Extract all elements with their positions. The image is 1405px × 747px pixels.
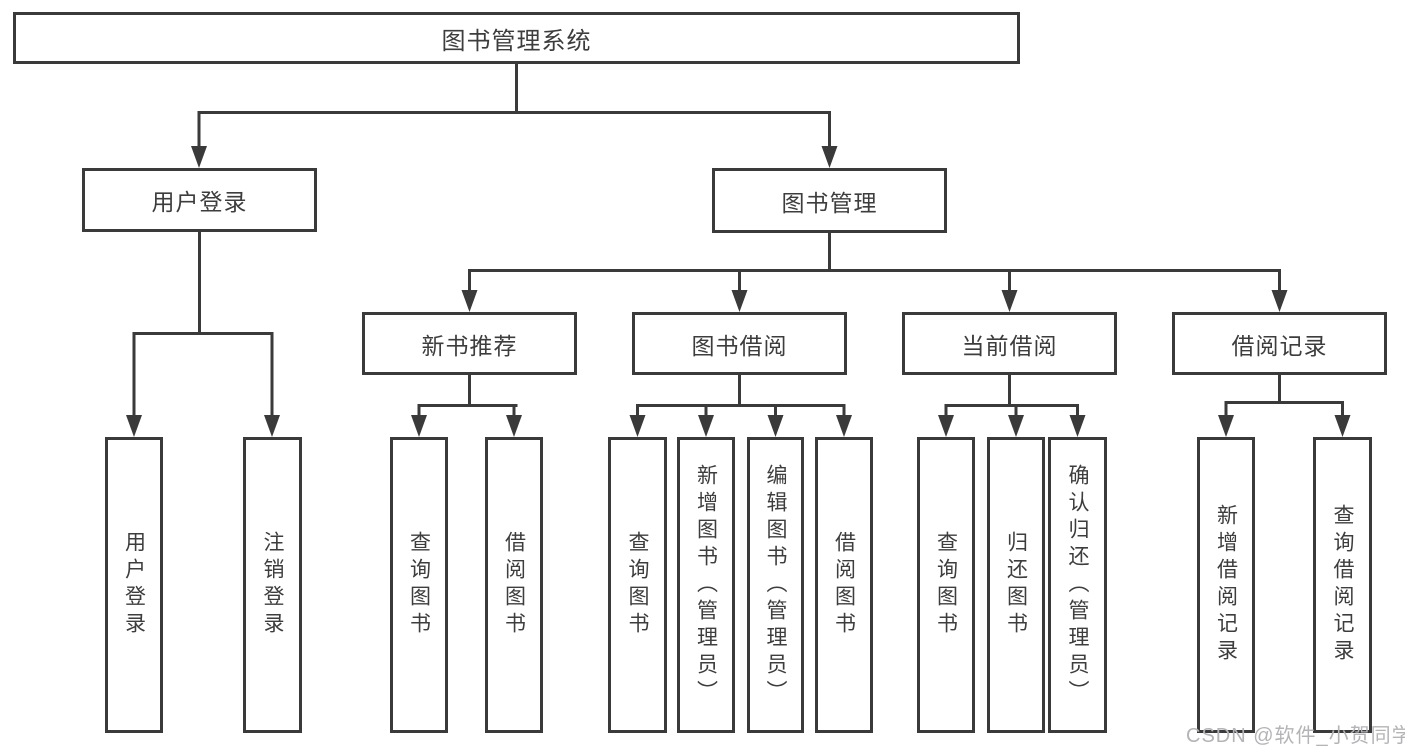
node-system-root: 图书管理系统 bbox=[13, 12, 1020, 64]
leaf-query-books-borrow: 查询图书 bbox=[608, 437, 667, 733]
leaf-return-books: 归还图书 bbox=[987, 437, 1045, 733]
leaf-edit-book-admin: 编辑图书（管理员） bbox=[747, 437, 804, 733]
leaf-confirm-return-admin-label: 确认归还（管理员） bbox=[1066, 463, 1089, 707]
leaf-return-books-label: 归还图书 bbox=[1004, 531, 1028, 639]
leaf-query-books-recommend: 查询图书 bbox=[390, 437, 448, 733]
leaf-query-books-borrow-label: 查询图书 bbox=[626, 531, 649, 639]
leaf-confirm-return-admin: 确认归还（管理员） bbox=[1048, 437, 1107, 733]
leaf-add-borrow-record-label: 新增借阅记录 bbox=[1214, 504, 1238, 666]
node-book-borrow-label: 图书借阅 bbox=[691, 332, 788, 359]
leaf-user-login-label: 用户登录 bbox=[122, 531, 146, 639]
node-borrow-records: 借阅记录 bbox=[1172, 312, 1387, 375]
leaf-user-login: 用户登录 bbox=[105, 437, 163, 733]
node-user-login: 用户登录 bbox=[82, 168, 317, 232]
node-new-book-recommend: 新书推荐 bbox=[362, 312, 577, 375]
node-borrow-records-label: 借阅记录 bbox=[1231, 332, 1328, 359]
leaf-query-books-current-label: 查询图书 bbox=[934, 531, 958, 639]
node-current-borrow: 当前借阅 bbox=[902, 312, 1117, 375]
leaf-logout-login-label: 注销登录 bbox=[261, 531, 284, 639]
leaf-query-borrow-record-label: 查询借阅记录 bbox=[1331, 504, 1354, 666]
leaf-query-borrow-record: 查询借阅记录 bbox=[1313, 437, 1372, 733]
watermark: CSDN @软件_小贺同学 bbox=[1186, 725, 1405, 747]
leaf-add-book-admin-label: 新增图书（管理员） bbox=[694, 463, 718, 707]
node-user-login-label: 用户登录 bbox=[151, 189, 248, 215]
leaf-borrow-books-recommend-label: 借阅图书 bbox=[502, 531, 526, 639]
arrowheads bbox=[126, 146, 1351, 437]
leaf-logout-login: 注销登录 bbox=[243, 437, 302, 733]
leaf-borrow-books-recommend: 借阅图书 bbox=[485, 437, 543, 733]
leaf-edit-book-admin-label: 编辑图书（管理员） bbox=[764, 463, 787, 707]
leaf-add-book-admin: 新增图书（管理员） bbox=[677, 437, 735, 733]
leaf-borrow-books-label: 借阅图书 bbox=[832, 531, 856, 639]
node-system-root-label: 图书管理系统 bbox=[441, 27, 592, 55]
node-book-management-label: 图书管理 bbox=[781, 189, 878, 216]
node-new-book-recommend-label: 新书推荐 bbox=[421, 332, 518, 359]
leaf-query-books-current: 查询图书 bbox=[917, 437, 975, 733]
node-book-borrow: 图书借阅 bbox=[632, 312, 847, 375]
leaf-query-books-recommend-label: 查询图书 bbox=[407, 531, 431, 639]
node-current-borrow-label: 当前借阅 bbox=[961, 332, 1058, 359]
leaf-add-borrow-record: 新增借阅记录 bbox=[1197, 437, 1255, 733]
node-book-management: 图书管理 bbox=[712, 168, 947, 233]
leaf-borrow-books: 借阅图书 bbox=[815, 437, 873, 733]
